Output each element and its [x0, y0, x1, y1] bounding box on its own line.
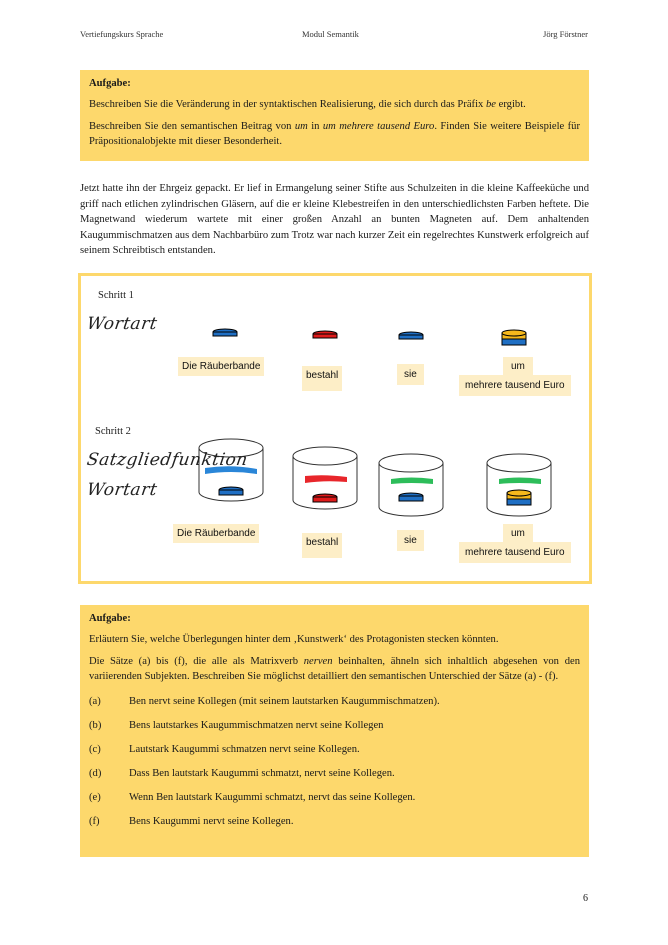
- step-2-label: Schritt 2: [95, 426, 131, 437]
- stacked-magnet-icon: [501, 329, 527, 346]
- example-item: (c)Lautstark Kaugummi schmatzen nervt se…: [89, 744, 360, 755]
- example-sentence-list: (a)Ben nervt seine Kollegen (mit seinem …: [89, 694, 580, 829]
- word-label-bestahl: bestahl: [302, 533, 343, 558]
- story-paragraph: Jetzt hatte ihn der Ehrgeiz gepackt. Er …: [80, 183, 589, 256]
- example-item: (d)Dass Ben lautstark Kaugummi schmatzt,…: [89, 768, 395, 779]
- task-box-1: Aufgabe: Beschreiben Sie die Veränderung…: [80, 70, 589, 161]
- example-item: (f)Bens Kaugummi nervt seine Kollegen.: [89, 816, 294, 827]
- page-number: 6: [583, 893, 588, 904]
- word-label-bestahl: bestahl: [302, 366, 343, 391]
- header-module: Modul Semantik: [302, 29, 359, 39]
- glass-cylinder-icon: [486, 453, 552, 517]
- word-label-um: um: [503, 524, 533, 543]
- example-item: (e)Wenn Ben lautstark Kaugummi schmatzt,…: [89, 792, 416, 803]
- example-item: (b)Bens lautstarkes Kaugummischmatzen ne…: [89, 720, 384, 731]
- task-paragraph-1: Beschreiben Sie die Veränderung in der s…: [89, 99, 526, 110]
- figure-graphics: [198, 328, 552, 517]
- header-course: Vertiefungskurs Sprache: [80, 29, 164, 39]
- task-title: Aufgabe:: [89, 613, 131, 624]
- magnet-icon: [398, 331, 424, 340]
- task-box-2: Aufgabe: Erläutern Sie, welche Überlegun…: [80, 605, 589, 857]
- word-label: sie: [397, 364, 424, 385]
- task-paragraph-2: Beschreiben Sie den semantischen Beitrag…: [89, 121, 580, 147]
- word-label: mehrere tausend Euro: [459, 375, 571, 396]
- word-label: sie: [397, 530, 424, 551]
- word-label-um: um: [503, 357, 533, 376]
- magnet-icon: [212, 328, 238, 337]
- row-label-satzgliedfunktion: Satzgliedfunktion: [85, 450, 250, 470]
- header-author: Jörg Förstner: [543, 29, 588, 39]
- row-label-wortart: Wortart: [85, 480, 159, 500]
- word-label: Die Räuberbande: [178, 357, 265, 376]
- task-title: Aufgabe:: [89, 78, 131, 89]
- glass-cylinder-icon: [292, 446, 358, 510]
- word-label: Die Räuberbande: [173, 524, 260, 543]
- row-label-wortart: Wortart: [85, 314, 159, 334]
- task-paragraph-1: Erläutern Sie, welche Überlegungen hinte…: [89, 634, 499, 645]
- task-paragraph-2: Die Sätze (a) bis (f), die alle als Matr…: [89, 656, 580, 682]
- glass-cylinder-icon: [378, 453, 444, 517]
- example-item: (a)Ben nervt seine Kollegen (mit seinem …: [89, 696, 440, 707]
- glass-cylinder-icon: [198, 438, 264, 502]
- magnet-icon: [312, 330, 338, 339]
- word-label: mehrere tausend Euro: [459, 542, 571, 563]
- magnet-figure: Schritt 1 Wortart Die Räuberbande bestah…: [78, 273, 592, 584]
- step-1-label: Schritt 1: [98, 290, 134, 301]
